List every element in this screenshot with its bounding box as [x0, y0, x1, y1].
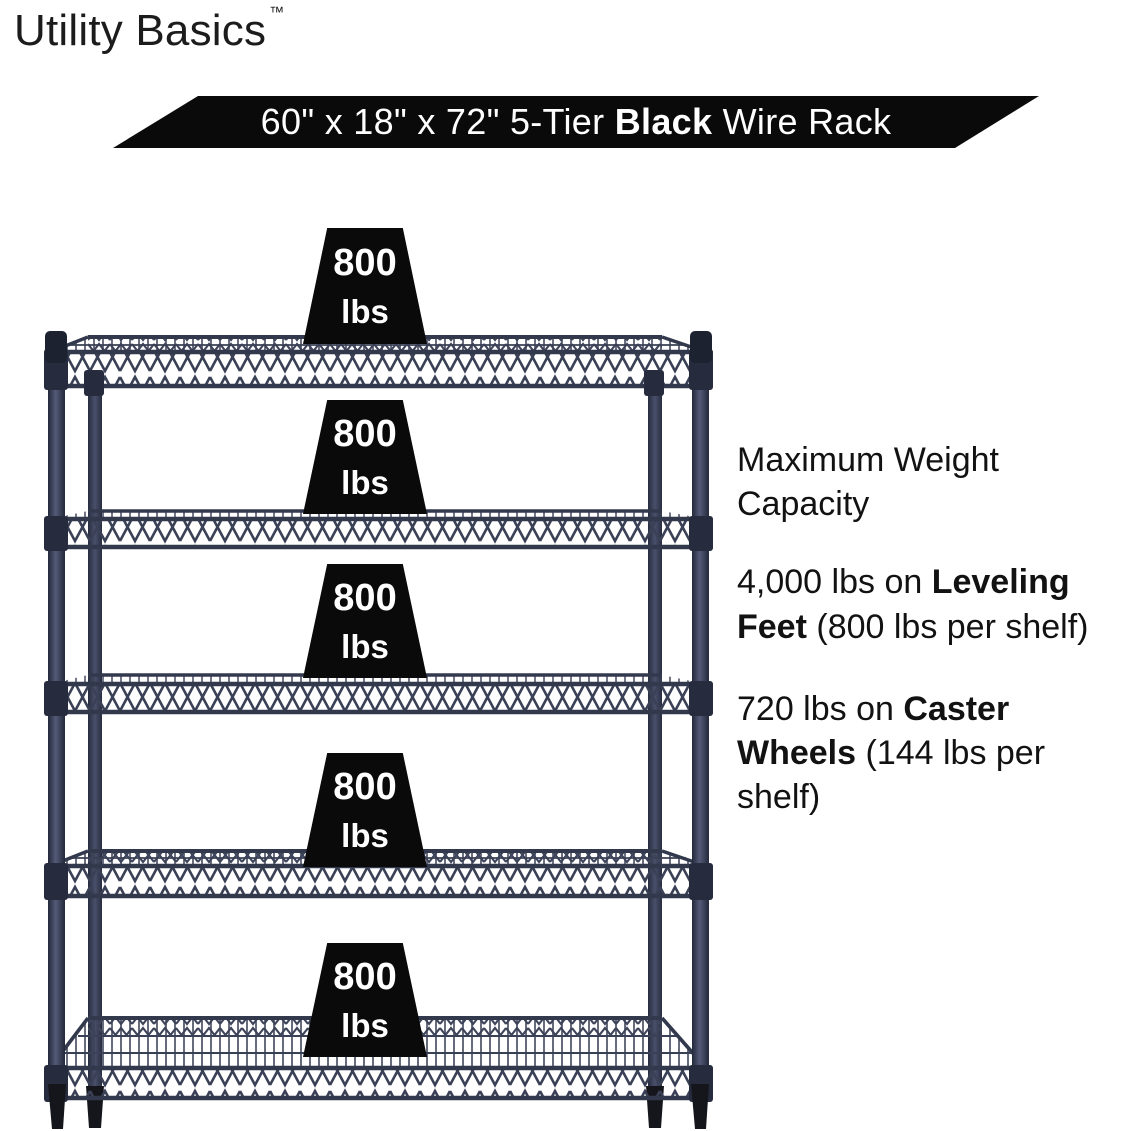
weight-capacity-badge: 800 lbs [303, 564, 427, 678]
spec-text-bold: Leveling Feet [737, 563, 1070, 646]
shelf-3 [50, 673, 708, 715]
banner-text-bold: Black [614, 101, 713, 142]
weight-value: 800 [333, 956, 397, 998]
weight-unit: lbs [341, 293, 389, 330]
trademark-symbol: ™ [269, 4, 285, 21]
weight-value: 800 [333, 242, 397, 284]
weight-capacity-badge: 800 lbs [303, 943, 427, 1057]
spec-caster-wheels: 720 lbs on Caster Wheels (144 lbs per sh… [737, 687, 1133, 820]
shelf-1 [49, 335, 708, 396]
weight-value: 800 [333, 413, 397, 455]
weight-value: 800 [333, 577, 397, 619]
weight-value: 800 [333, 766, 397, 808]
shelf-corner-collars [44, 349, 713, 1102]
weight-unit: lbs [341, 1007, 389, 1044]
weight-capacity-badge: 800 lbs [303, 228, 427, 344]
weight-unit: lbs [341, 464, 389, 501]
spec-leveling-feet: 4,000 lbs on Leveling Feet (800 lbs per … [737, 560, 1133, 648]
shelf-2 [50, 509, 708, 550]
weight-capacity-badge: 800 lbs [303, 400, 427, 514]
spec-text-bold: Caster Wheels [737, 689, 1010, 772]
weight-unit: lbs [341, 628, 389, 665]
banner-text-prefix: 60" x 18" x 72" 5-Tier [260, 101, 615, 142]
weight-capacity-badge: 800 lbs [303, 753, 427, 867]
specs-panel: Maximum Weight Capacity 4,000 lbs on Lev… [737, 438, 1133, 857]
specs-heading: Maximum Weight Capacity [737, 441, 999, 524]
spec-text: (144 lbs per shelf) [737, 733, 1046, 817]
banner-text-suffix: Wire Rack [712, 101, 892, 142]
leveling-feet [48, 1084, 709, 1129]
spec-text: 720 lbs on [737, 689, 904, 728]
brand-name: Utility Basics [14, 6, 267, 55]
weight-unit: lbs [341, 817, 389, 854]
post-top-caps [45, 331, 712, 363]
product-title-banner: 60" x 18" x 72" 5-Tier Black Wire Rack [113, 96, 1039, 148]
spec-text: (800 lbs per shelf) [806, 607, 1089, 646]
spec-text: 4,000 lbs on [737, 563, 932, 602]
